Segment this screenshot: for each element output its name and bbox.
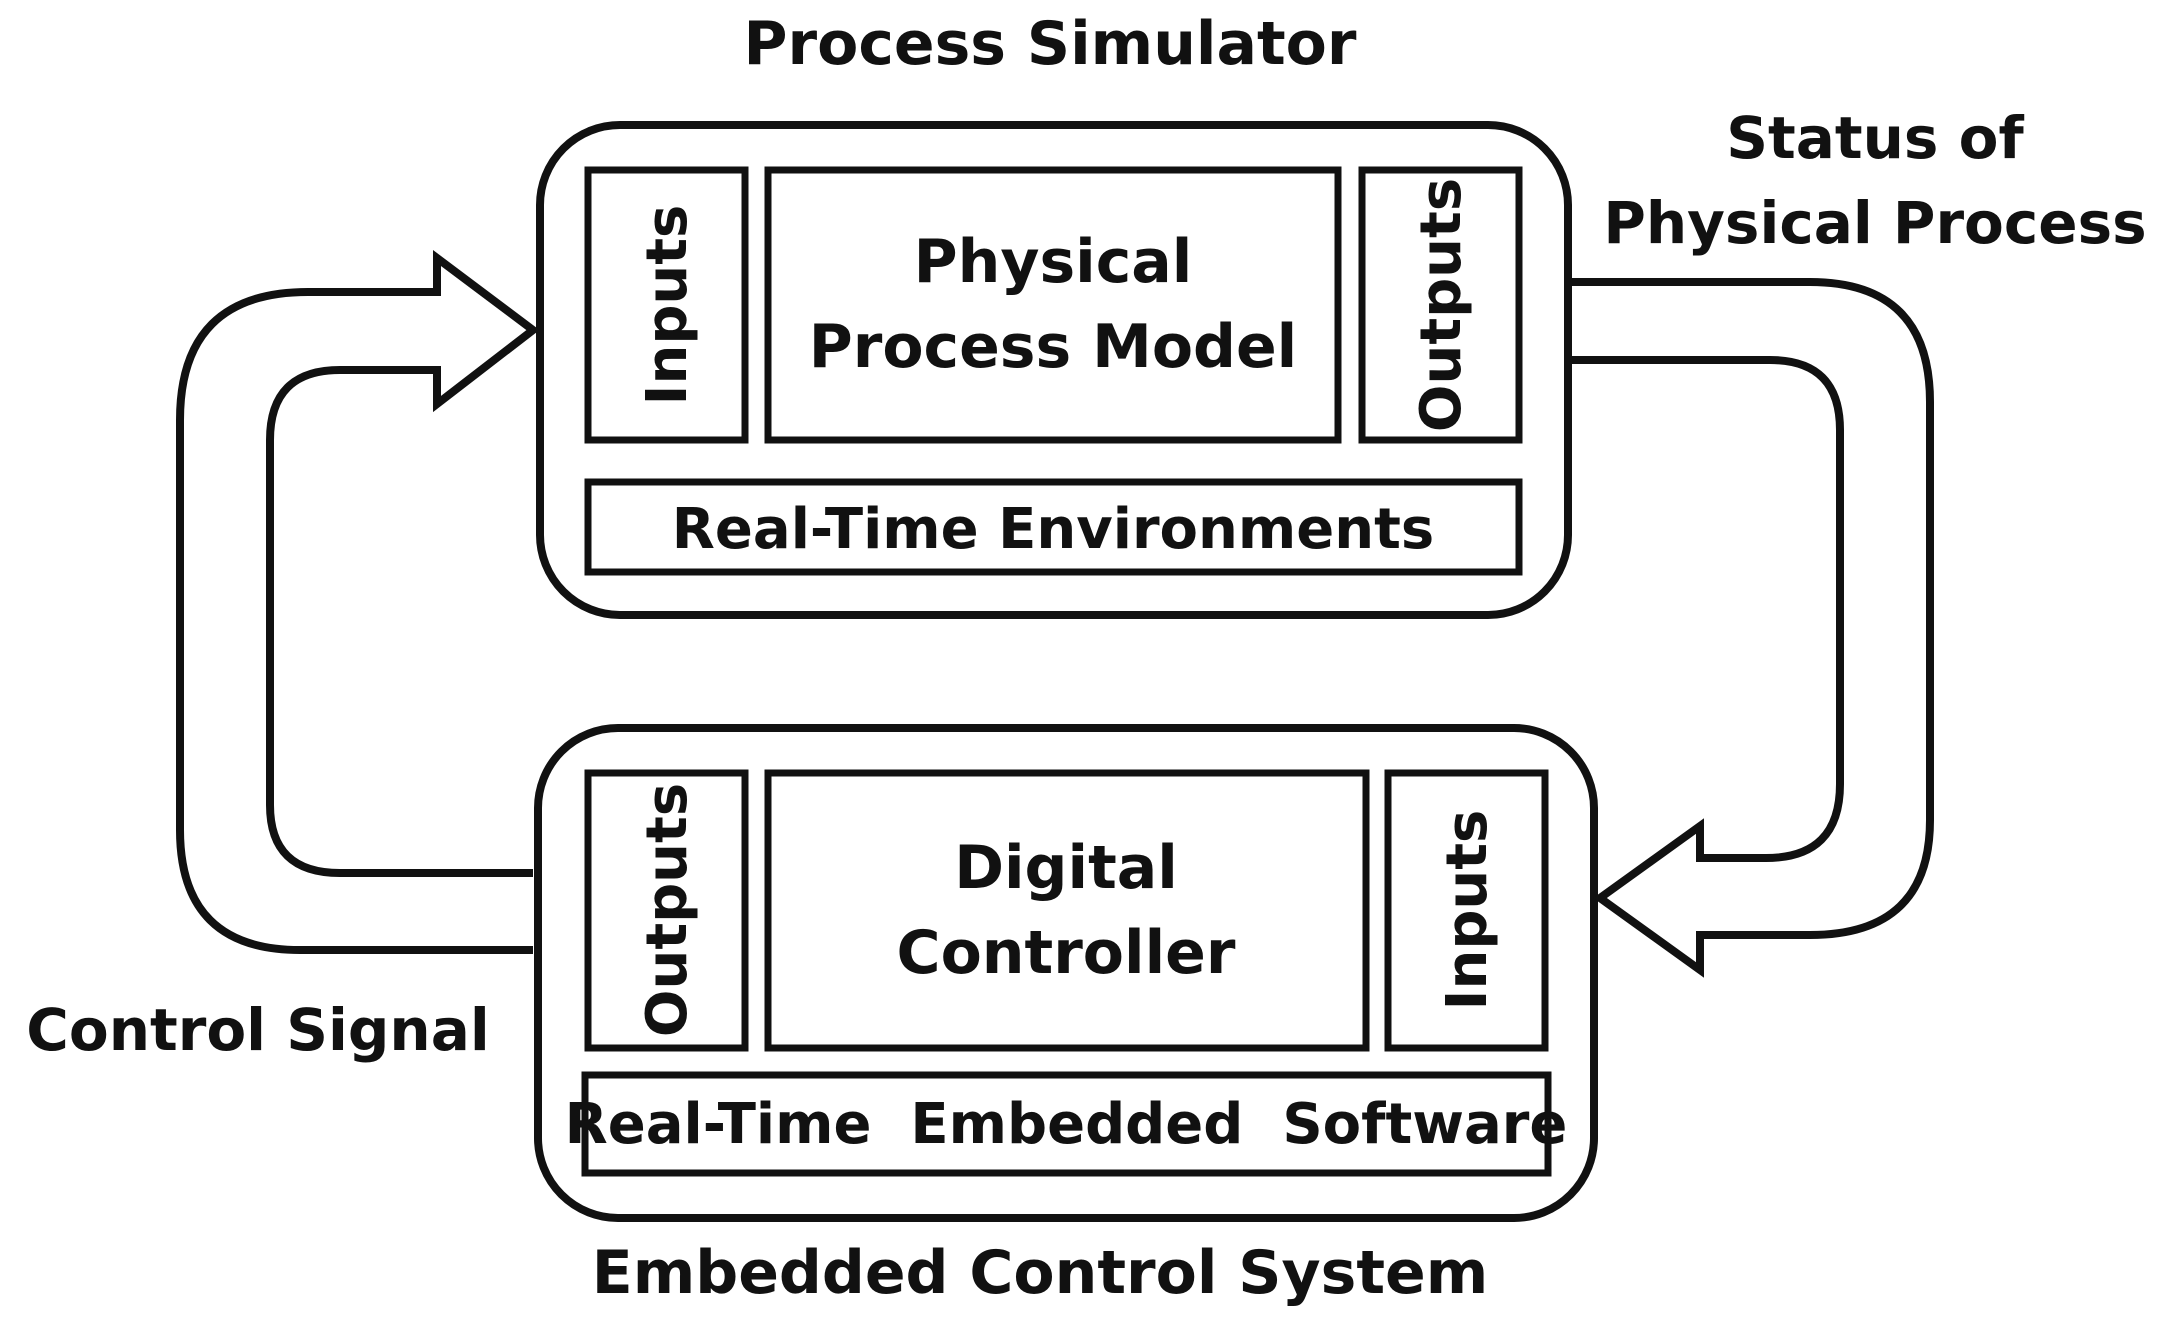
status-of-label: Status of <box>1726 104 2024 172</box>
status-of-physical-process-arrow <box>1572 278 1934 978</box>
simulator-outputs-box <box>1358 166 1523 444</box>
simulator-inputs-label: Inputs <box>635 205 700 406</box>
digital-controller-line1: Digital <box>954 833 1178 903</box>
digital-controller-line2: Controller <box>897 918 1236 988</box>
physical-process-model-box <box>764 166 1342 444</box>
control-signal-label: Control Signal <box>26 996 489 1064</box>
controller-inputs-label: Inputs <box>1435 810 1500 1011</box>
real-time-embedded-software-label: Real-Time Embedded Software <box>565 1092 1568 1157</box>
real-time-embedded-software-box <box>581 1071 1552 1177</box>
simulator-outputs-label: Outputs <box>1409 178 1474 432</box>
physical-process-model-line2: Process Model <box>809 312 1298 382</box>
control-signal-arrow <box>176 250 540 954</box>
physical-process-label: Physical Process <box>1603 189 2146 257</box>
digital-controller-box <box>764 769 1370 1052</box>
real-time-environments-label: Real-Time Environments <box>672 497 1434 562</box>
controller-outputs-label: Outputs <box>635 783 700 1037</box>
simulator-inputs-box <box>584 166 749 444</box>
real-time-environments-box <box>584 478 1523 576</box>
controller-inputs-box <box>1384 769 1549 1052</box>
physical-process-model-line1: Physical <box>914 227 1193 297</box>
controller-outputs-box <box>584 769 749 1052</box>
embedded-control-system-title: Embedded Control System <box>592 1238 1488 1308</box>
process-simulator-title: Process Simulator <box>744 9 1357 79</box>
